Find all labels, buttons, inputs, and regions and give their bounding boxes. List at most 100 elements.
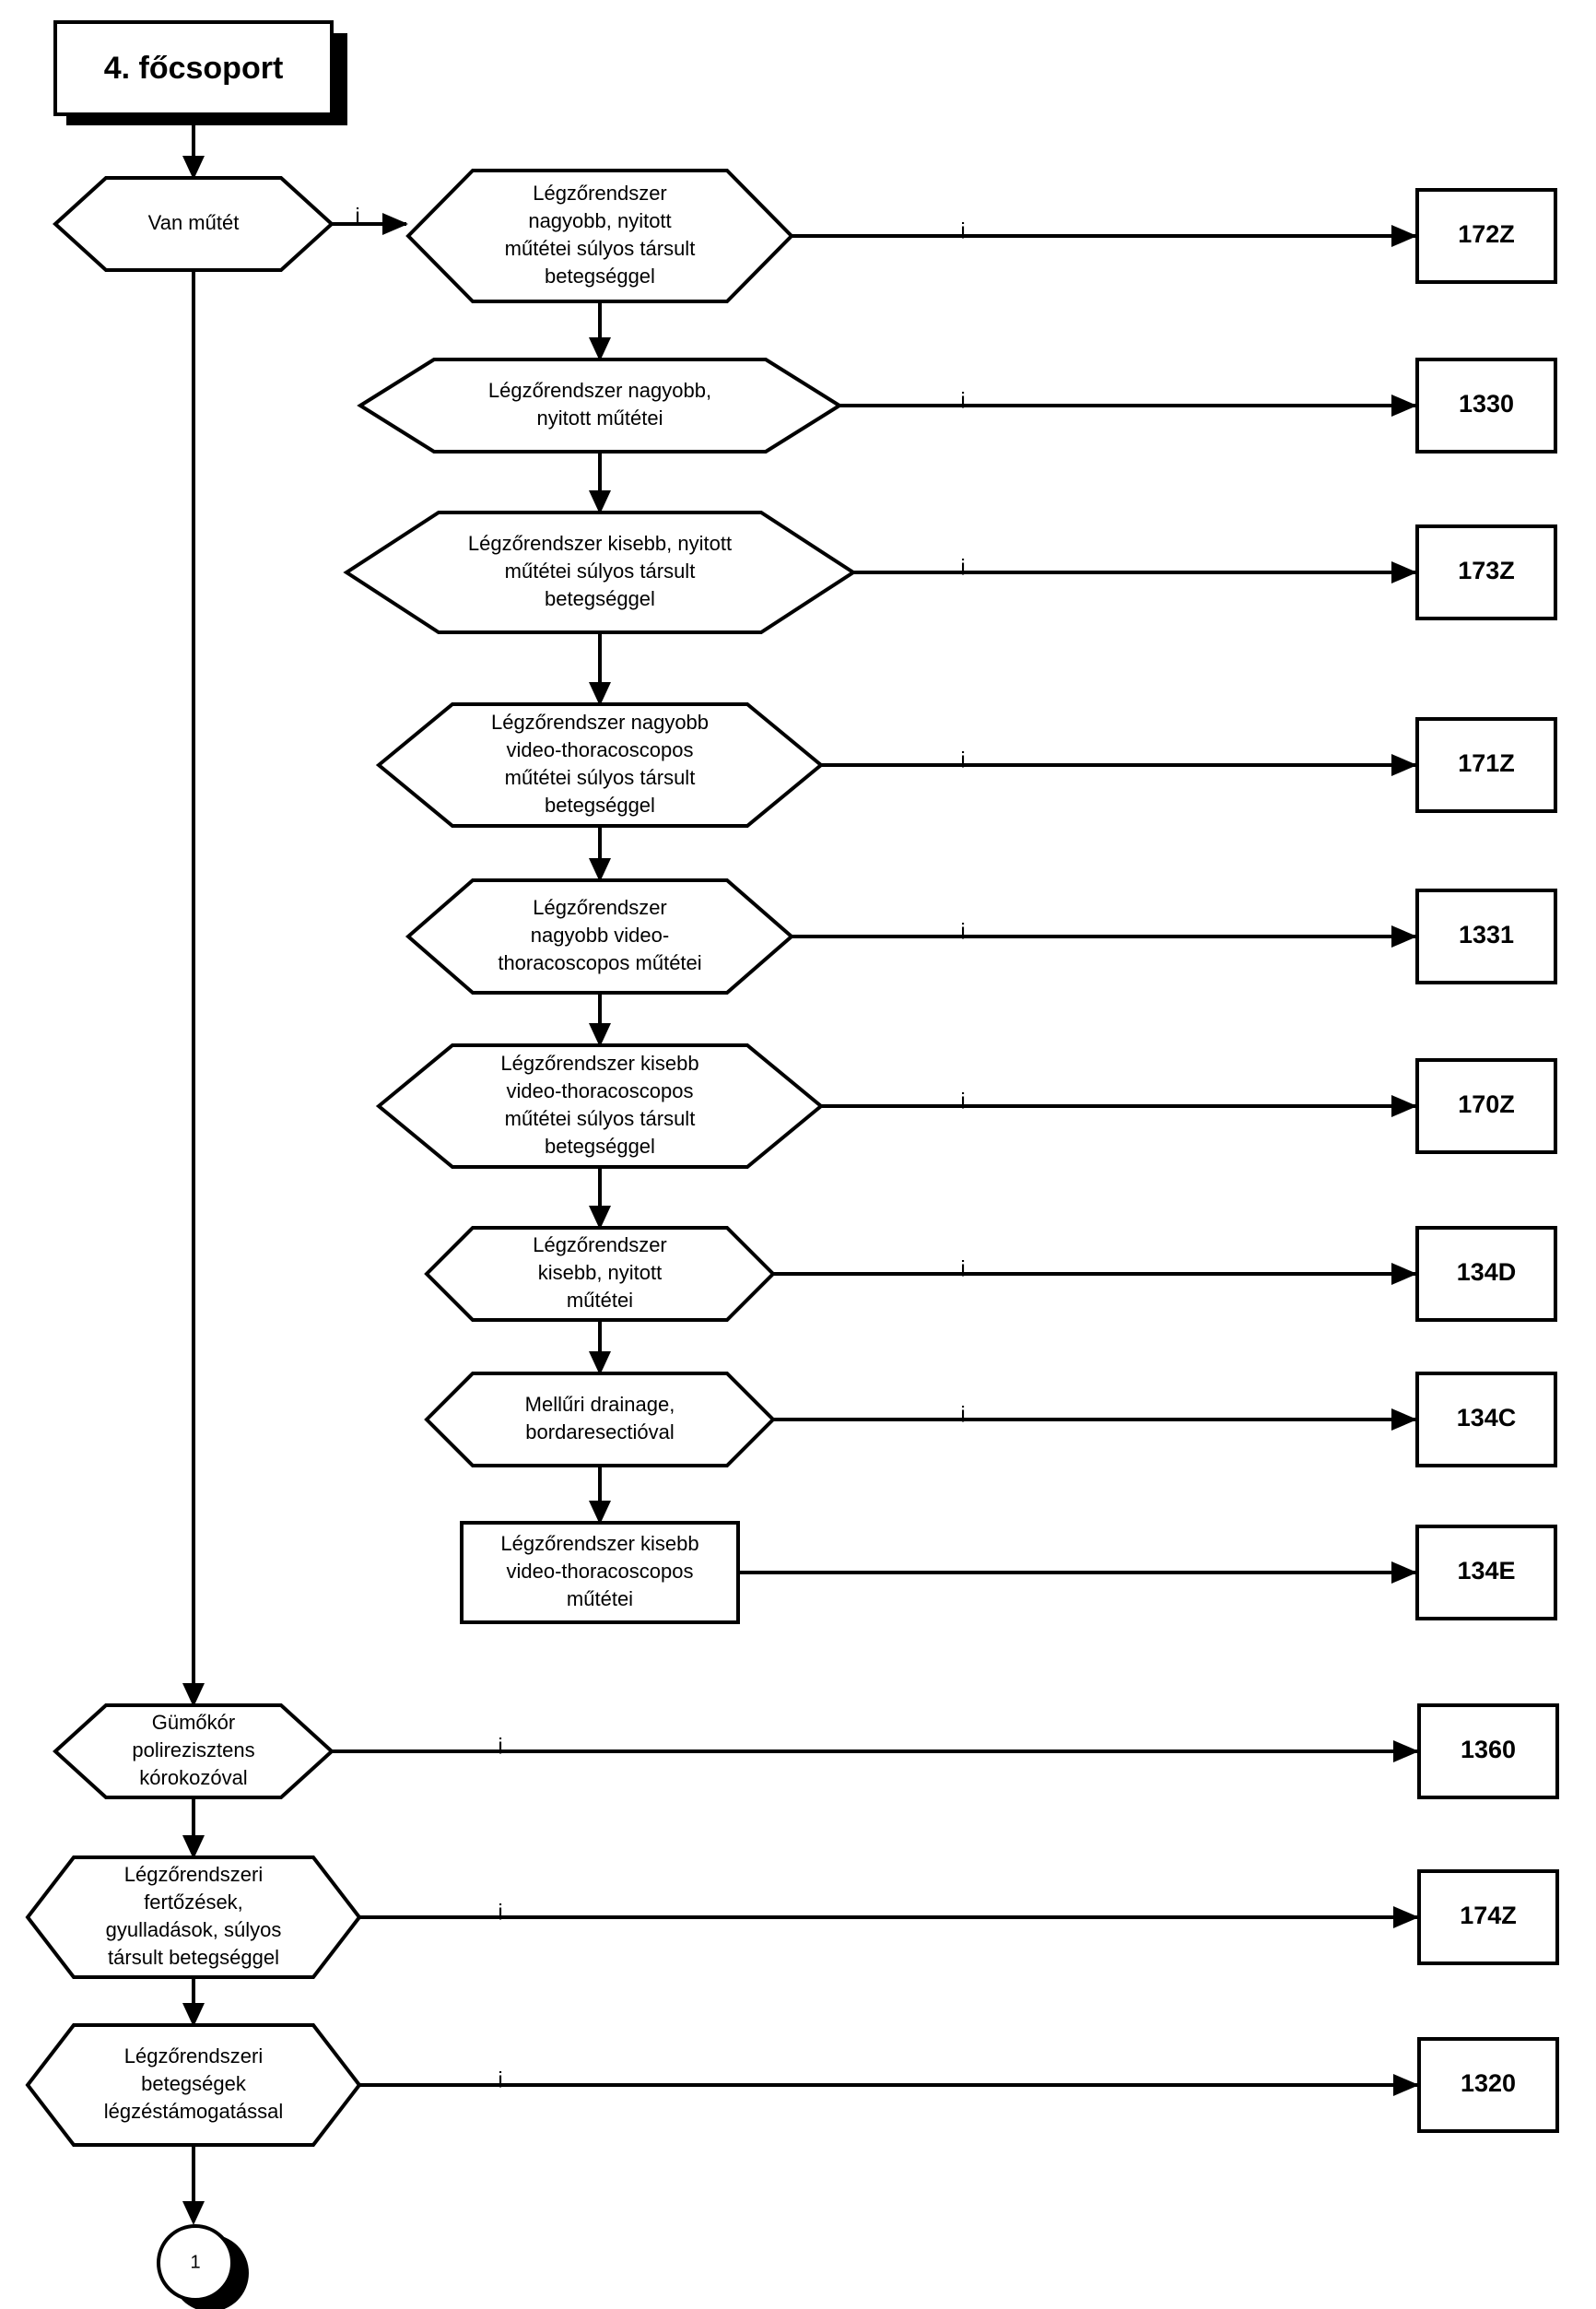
decision-label: műtétei súlyos társult: [505, 766, 696, 789]
decision-label: légzéstámogatással: [104, 2100, 283, 2123]
outcome-box: [1417, 1703, 1559, 1799]
arrowhead-down: [182, 2201, 205, 2225]
decision-label: Mellűri drainage,: [525, 1393, 675, 1416]
outcome-box: [1415, 358, 1557, 454]
offpage-connector: [157, 2224, 234, 2302]
decision-label: műtétei: [567, 1289, 633, 1312]
arrowhead-down: [589, 337, 611, 361]
decision-label: thoracoscopos műtétei: [498, 951, 701, 974]
process-label: video-thoracoscopos: [506, 1560, 693, 1583]
decision-label: társult betegséggel: [108, 1946, 279, 1969]
decision-label: bordaresectióval: [525, 1420, 674, 1443]
outcome-box: [1415, 717, 1557, 813]
decision-nagyobb-video-sulyos: [375, 702, 825, 828]
decision-van-mutet: [53, 176, 334, 272]
decision-label: nagyobb, nyitott: [528, 209, 671, 232]
decision-label: kórokozóval: [139, 1766, 247, 1789]
arrowhead-right: [1391, 1561, 1417, 1584]
arrowhead-down: [182, 1683, 205, 1707]
offpage-connector-label: 1: [190, 2252, 200, 2272]
decision-label: Légzőrendszer kisebb: [500, 1052, 698, 1075]
arrowhead-down: [589, 1023, 611, 1047]
arrowhead-down: [589, 490, 611, 514]
outcome-box: [1415, 889, 1557, 984]
decision-label: betegséggel: [545, 1135, 655, 1158]
decision-label: Légzőrendszer: [533, 182, 667, 205]
process-label: Légzőrendszer kisebb: [500, 1532, 698, 1555]
decision-label: betegséggel: [545, 587, 655, 610]
outcome-code: 174Z: [1460, 1902, 1517, 1929]
decision-label: Légzőrendszer nagyobb: [491, 711, 709, 734]
outcome-box: [1415, 1226, 1557, 1322]
decision-nagyobb-nyitott-sulyos: [405, 169, 794, 303]
outcome-code: 173Z: [1458, 557, 1515, 584]
decision-label: betegségek: [141, 2072, 247, 2095]
edge-label-i: i: [960, 218, 965, 243]
edge-label-i: i: [355, 204, 359, 229]
arrowhead-right: [1391, 925, 1417, 948]
arrowhead-right: [382, 213, 408, 235]
arrowhead-down: [182, 2003, 205, 2027]
decision-label: Légzőrendszeri: [124, 1863, 263, 1886]
decision-label: Légzőrendszer: [533, 1233, 667, 1256]
arrowhead-right: [1393, 2074, 1419, 2096]
arrowhead-down: [589, 1501, 611, 1525]
arrowhead-right: [1391, 225, 1417, 247]
arrowhead-down: [182, 1835, 205, 1859]
outcome-code: 134C: [1457, 1404, 1517, 1431]
outcome-code: 1320: [1461, 2069, 1516, 2097]
outcome-code: 1330: [1459, 390, 1514, 418]
process-kisebb-video: [460, 1521, 740, 1624]
decision-label: video-thoracoscopos: [506, 738, 693, 761]
outcome-box: [1415, 1525, 1557, 1620]
arrowhead-right: [1391, 561, 1417, 583]
arrowhead-down: [589, 858, 611, 882]
decision-kisebb-nyitott: [424, 1226, 776, 1322]
outcome-box: [1415, 524, 1557, 620]
decision-label: polirezisztens: [132, 1738, 254, 1761]
decision-label: betegséggel: [545, 794, 655, 817]
decision-label: betegséggel: [545, 265, 655, 288]
decision-gumokor: [53, 1703, 334, 1799]
arrowhead-right: [1391, 754, 1417, 776]
outcome-code: 134E: [1457, 1557, 1515, 1584]
edge-label-i: i: [960, 555, 965, 580]
arrowhead-right: [1391, 1263, 1417, 1285]
outcome-code: 1331: [1459, 921, 1514, 948]
edge-label-i: i: [960, 1402, 965, 1427]
decision-nagyobb-nyitott: [357, 358, 843, 454]
decision-fertozesek: [25, 1855, 362, 1979]
decision-mellури-drainage: [424, 1372, 776, 1467]
decision-label: műtétei súlyos társult: [505, 1107, 696, 1130]
arrowhead-right: [1391, 395, 1417, 417]
decision-label: műtétei súlyos társult: [505, 237, 696, 260]
decision-label: kisebb, nyitott: [538, 1261, 663, 1284]
outcome-box: [1415, 1058, 1557, 1154]
outcome-box: [1417, 2037, 1559, 2133]
outcome-code: 170Z: [1458, 1090, 1515, 1118]
decision-label: video-thoracoscopos: [506, 1079, 693, 1102]
outcome-box: [1415, 1372, 1557, 1467]
arrowhead-right: [1391, 1408, 1417, 1431]
arrowhead-down: [589, 682, 611, 706]
decision-label: műtétei súlyos társult: [505, 560, 696, 583]
arrowhead-down: [589, 1351, 611, 1375]
decision-legzestamogatas: [25, 2023, 362, 2147]
decision-label: Légzőrendszeri: [124, 2044, 263, 2067]
arrowhead-right: [1393, 1740, 1419, 1762]
outcome-code: 172Z: [1458, 220, 1515, 248]
decision-label: gyulladások, súlyos: [106, 1918, 282, 1941]
edge-label-i: i: [498, 1900, 502, 1925]
decision-kisebb-video-sulyos: [375, 1043, 825, 1169]
edge-label-i: i: [960, 919, 965, 944]
arrowhead-right: [1391, 1095, 1417, 1117]
outcome-code: 134D: [1457, 1258, 1517, 1286]
edge-label-i: i: [960, 1089, 965, 1113]
outcome-box: [1415, 188, 1557, 284]
decision-label: Légzőrendszer: [533, 896, 667, 919]
outcome-code: 171Z: [1458, 749, 1515, 777]
decision-label: Légzőrendszer kisebb, nyitott: [468, 532, 732, 555]
edge-label-i: i: [498, 2067, 502, 2092]
